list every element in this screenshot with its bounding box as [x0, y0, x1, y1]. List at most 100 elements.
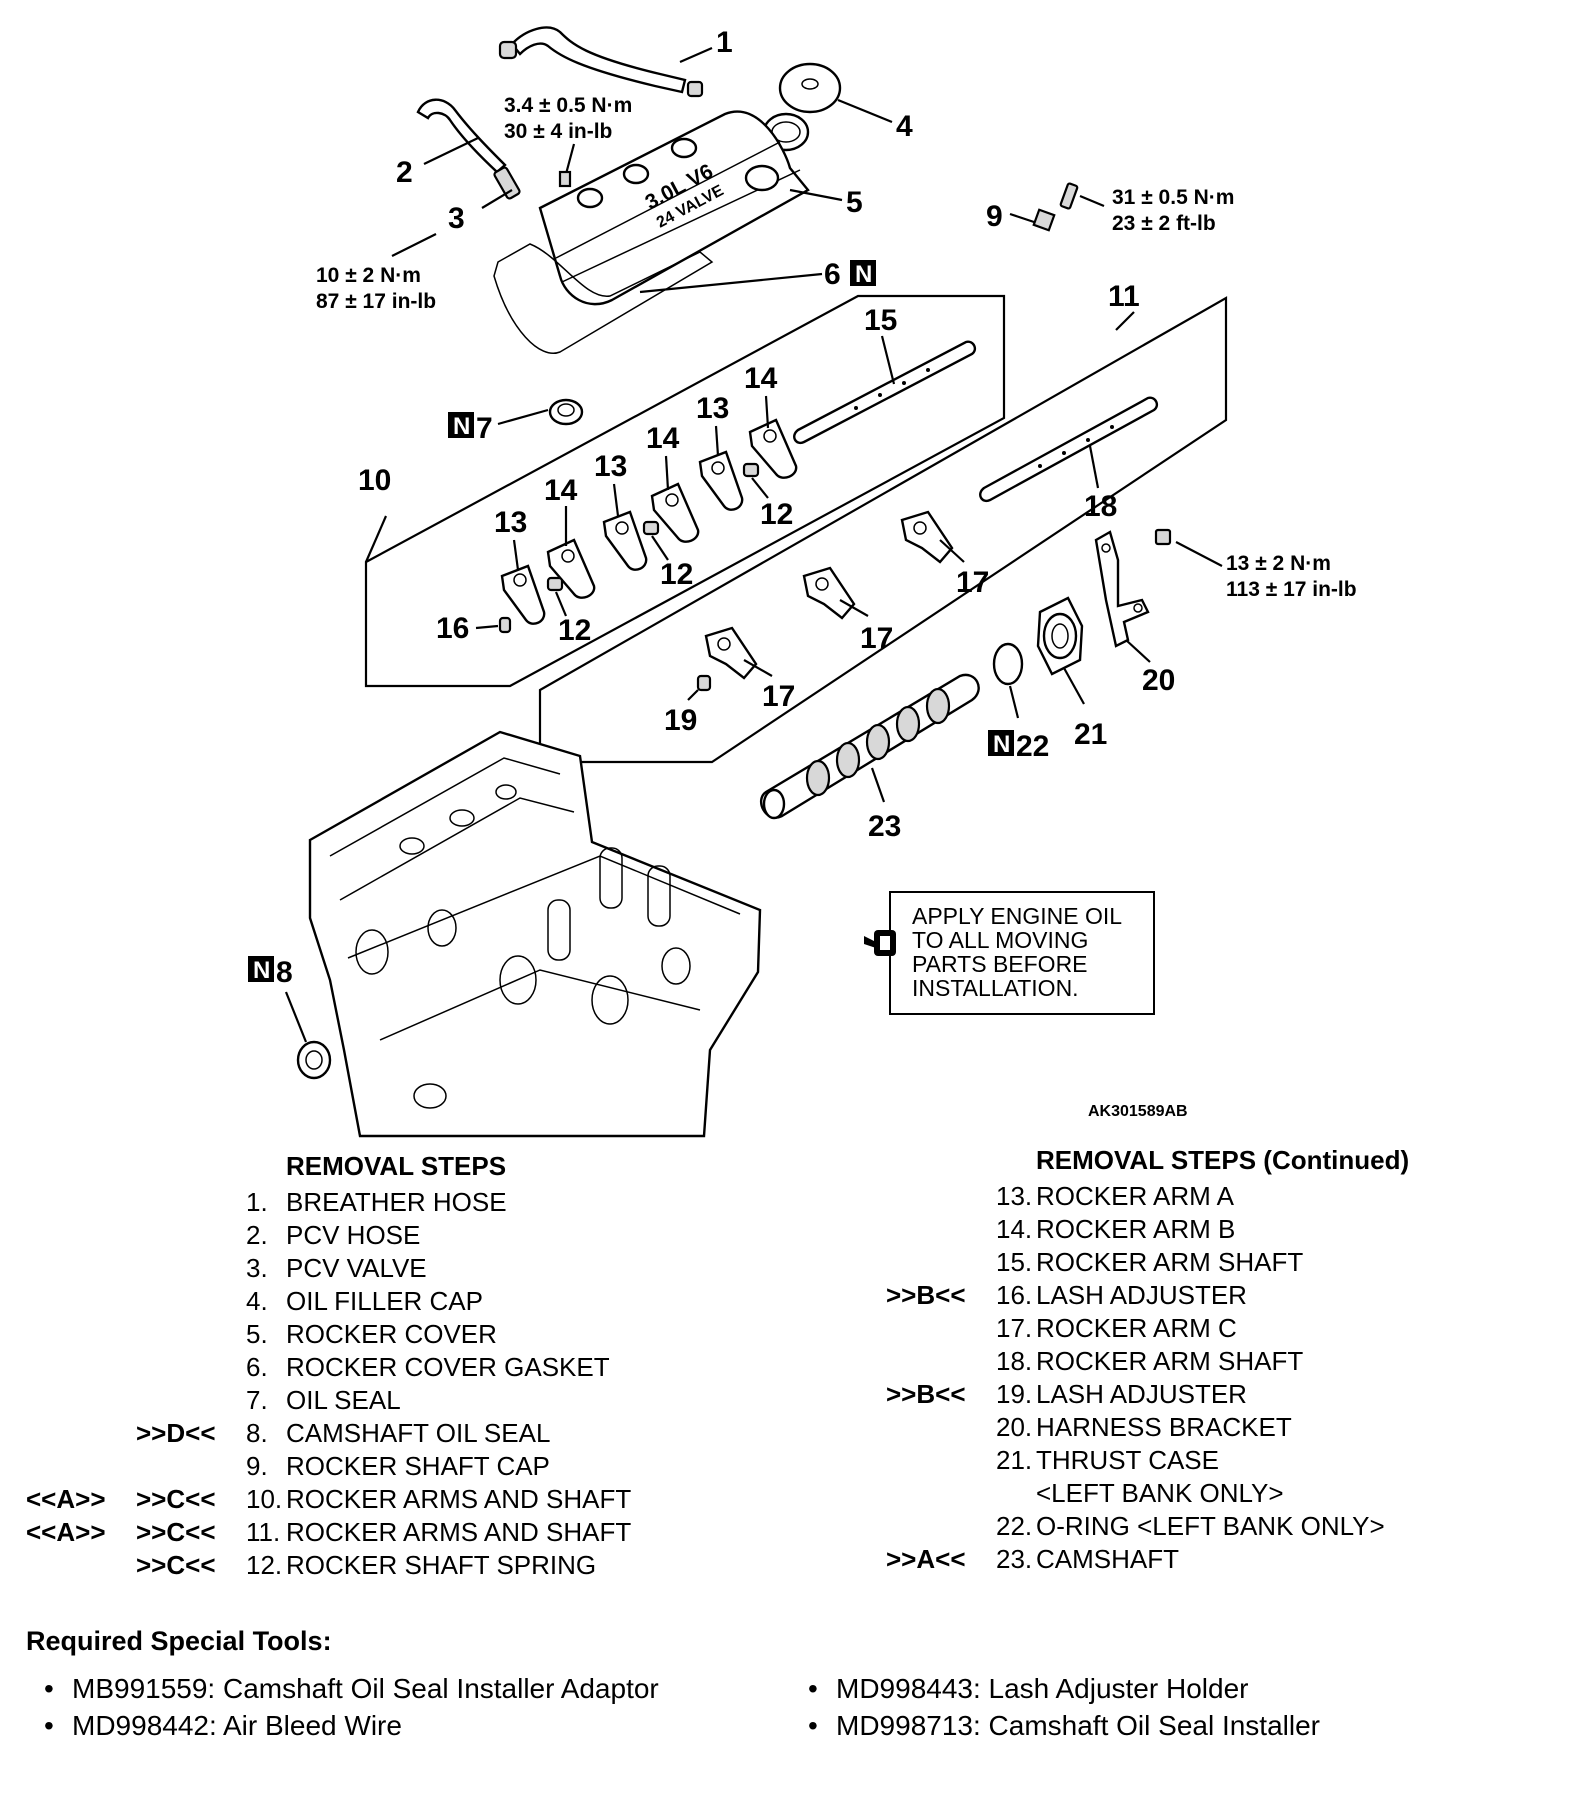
leader-torque-cover — [391, 233, 437, 257]
step-row: 20.HARNESS BRACKET — [860, 1411, 1560, 1444]
removal-steps-heading: REMOVAL STEPS — [286, 1151, 507, 1181]
step-mark-installation: >>C<< — [136, 1484, 216, 1514]
new-part-mark-22: N — [988, 730, 1014, 758]
callout-11: 11 — [1108, 280, 1140, 313]
step-row: 21.THRUST CASE — [860, 1444, 1560, 1477]
leader-14-b — [664, 455, 670, 491]
leader-21 — [1063, 667, 1085, 705]
svg-text:N: N — [855, 261, 872, 288]
special-tools-right-column: MD998443: Lash Adjuster Holder MD998713:… — [790, 1670, 1320, 1744]
callout-20: 20 — [1142, 664, 1175, 697]
callout-6: 6 — [824, 258, 841, 291]
new-part-mark-7: N — [448, 412, 474, 440]
step-number: 22. — [996, 1511, 1033, 1541]
svg-text:N: N — [993, 731, 1010, 758]
leader-17-c — [743, 659, 773, 677]
step-number: 6. — [246, 1352, 268, 1382]
figure-code: AK301589AB — [1088, 1103, 1188, 1120]
step-number: 11. — [246, 1517, 281, 1547]
step-row: >>C<<12.ROCKER SHAFT SPRING — [0, 1549, 700, 1582]
callout-12-c: 12 — [760, 498, 793, 531]
step-text: ROCKER ARM A — [1036, 1181, 1234, 1211]
oil-note-line-1: APPLY ENGINE OIL — [912, 903, 1122, 929]
removal-steps-continued-heading: REMOVAL STEPS (Continued) — [1036, 1145, 1410, 1175]
step-row: >>B<<19.LASH ADJUSTER — [860, 1378, 1560, 1411]
step-row: 2.PCV HOSE — [0, 1219, 700, 1252]
leader-16 — [475, 624, 499, 630]
rocker-arm-c-3 — [704, 626, 758, 680]
callout-23: 23 — [868, 810, 901, 843]
special-tools-left-column: MB991559: Camshaft Oil Seal Installer Ad… — [26, 1670, 659, 1744]
step-mark-installation: >>B<< — [886, 1280, 966, 1310]
callout-15: 15 — [864, 304, 897, 337]
leader-torque-cap — [1079, 194, 1105, 208]
step-number: 2. — [246, 1220, 268, 1250]
step-row: 9.ROCKER SHAFT CAP — [0, 1450, 700, 1483]
callout-3: 3 — [448, 202, 465, 235]
engine-oil-note: APPLY ENGINE OIL TO ALL MOVING PARTS BEF… — [864, 891, 1155, 1015]
step-text: ROCKER ARMS AND SHAFT — [286, 1517, 632, 1547]
exploded-view-diagram: 1 2 3 3.4 ± 0.5 N·m 30 ± 4 in-lb 4 3.0L … — [248, 26, 1357, 1138]
step-number: 14. — [996, 1214, 1033, 1244]
callout-5: 5 — [846, 186, 863, 219]
torque-cover-inlb: 87 ± 17 in-lb — [316, 290, 436, 313]
step-text: ROCKER SHAFT CAP — [286, 1451, 550, 1481]
step-text: LASH ADJUSTER — [1036, 1280, 1247, 1310]
step-row: >>D<<8.CAMSHAFT OIL SEAL — [0, 1417, 700, 1450]
rocker-arm-b-2 — [650, 482, 700, 543]
leader-20 — [1125, 639, 1151, 663]
step-number: 20. — [996, 1412, 1033, 1442]
rocker-arm-b-1 — [546, 538, 596, 599]
rocker-shaft-springs — [546, 462, 760, 592]
callout-21: 21 — [1074, 718, 1107, 751]
o-ring — [992, 642, 1024, 686]
callout-9: 9 — [986, 200, 1003, 233]
torque-bracket-nm: 13 ± 2 N·m — [1226, 552, 1331, 575]
step-number: 15. — [996, 1247, 1033, 1277]
step-mark-removal: <<A>> — [26, 1484, 106, 1514]
step-number: 8. — [246, 1418, 268, 1448]
tool-item: MB991559: Camshaft Oil Seal Installer Ad… — [26, 1670, 659, 1707]
step-row: 6.ROCKER COVER GASKET — [0, 1351, 700, 1384]
callout-22: 22 — [1016, 730, 1049, 763]
step-text: OIL FILLER CAP — [286, 1286, 483, 1316]
oil-can-icon — [864, 930, 896, 956]
torque-pcv-inlb: 30 ± 4 in-lb — [504, 120, 612, 143]
rocker-arm-c-1 — [900, 510, 954, 564]
leader-torque-bracket — [1175, 541, 1223, 567]
step-text: CAMSHAFT OIL SEAL — [286, 1418, 551, 1448]
step-number: 18. — [996, 1346, 1033, 1376]
step-mark-installation: >>C<< — [136, 1550, 216, 1580]
callout-12-a: 12 — [558, 614, 591, 647]
rocker-arm-a-3 — [698, 450, 744, 511]
step-mark-installation: >>A<< — [886, 1544, 966, 1574]
step-row: 17.ROCKER ARM C — [860, 1312, 1560, 1345]
step-text: ROCKER COVER — [286, 1319, 497, 1349]
leader-18 — [1088, 445, 1100, 489]
rocker-shaft-cap — [1032, 182, 1079, 232]
rocker-cover-gasket — [493, 243, 714, 354]
tool-item: MD998442: Air Bleed Wire — [26, 1707, 659, 1744]
step-row: <LEFT BANK ONLY> — [860, 1477, 1560, 1510]
step-number: 19. — [996, 1379, 1033, 1409]
callout-17-a: 17 — [956, 566, 989, 599]
tool-item: MD998713: Camshaft Oil Seal Installer — [790, 1707, 1320, 1744]
rocker-arm-shaft-15 — [793, 340, 977, 445]
step-row: >>A<<23.CAMSHAFT — [860, 1543, 1560, 1576]
step-row: 1.BREATHER HOSE — [0, 1186, 700, 1219]
step-number: 1. — [246, 1187, 268, 1217]
leader-13-b — [612, 483, 620, 517]
leader-8 — [284, 991, 308, 1043]
special-tools-heading: Required Special Tools: — [26, 1626, 332, 1656]
step-mark-removal: <<A>> — [26, 1517, 106, 1547]
thrust-case — [1036, 596, 1084, 676]
breather-hose — [498, 26, 704, 98]
step-text: HARNESS BRACKET — [1036, 1412, 1292, 1442]
callout-13-b: 13 — [594, 450, 627, 483]
camshaft — [759, 673, 980, 820]
callout-17-c: 17 — [762, 680, 795, 713]
torque-cap-nm: 31 ± 0.5 N·m — [1112, 186, 1234, 209]
special-tools: Required Special Tools: MB991559: Camsha… — [26, 1626, 1566, 1744]
svg-text:N: N — [253, 957, 270, 984]
leader-12-c — [751, 477, 769, 499]
